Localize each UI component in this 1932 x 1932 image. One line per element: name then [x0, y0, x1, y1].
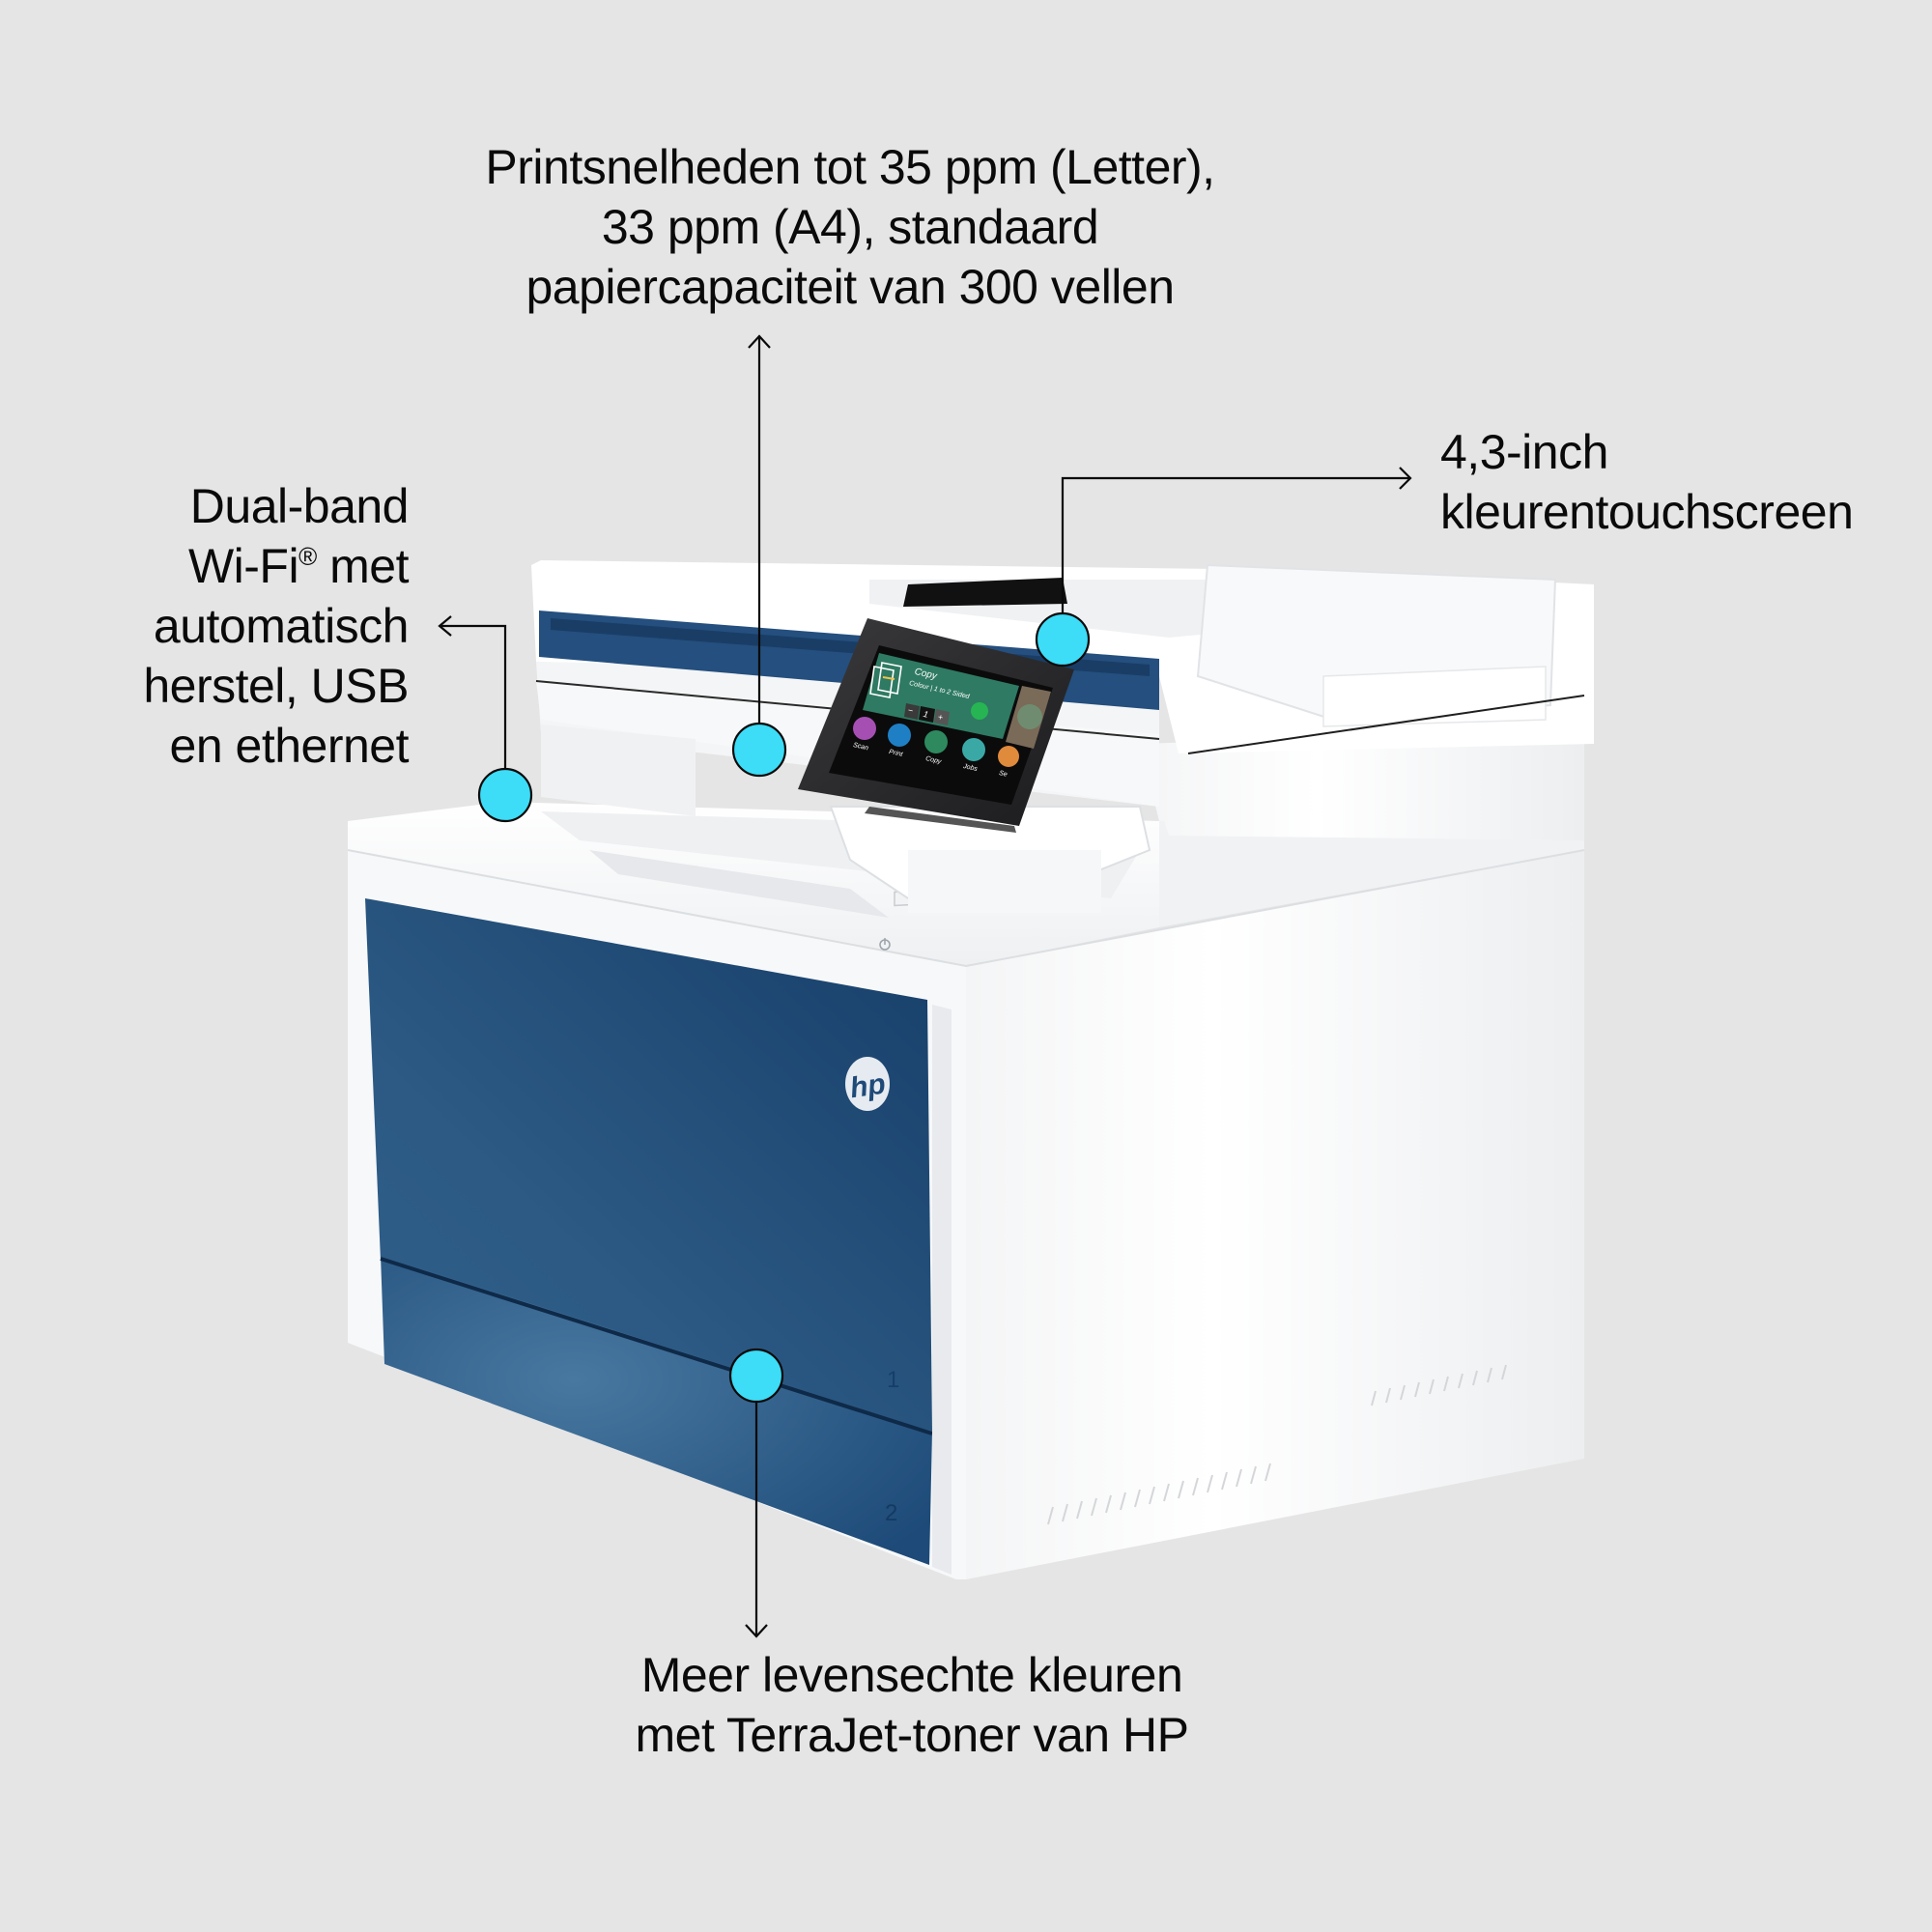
callout-touchscreen: 4,3-inch kleurentouchscreen — [1440, 422, 1854, 542]
scan-app-icon[interactable] — [853, 717, 876, 740]
callout-print-speed: Printsnelheden tot 35 ppm (Letter), 33 p… — [367, 137, 1333, 317]
callout-line: Dual-band — [189, 479, 410, 533]
copies-stepper[interactable] — [904, 703, 950, 725]
print-app-icon[interactable] — [888, 724, 911, 747]
callout-line: kleurentouchscreen — [1440, 485, 1854, 539]
callout-line: 4,3-inch — [1440, 425, 1608, 479]
callout-lines — [438, 334, 1412, 1638]
touchscreen-panel[interactable] — [798, 618, 1074, 833]
paper-tray[interactable] — [381, 1256, 932, 1565]
callout-connectivity: Dual-band Wi-Fi® met automatisch herstel… — [39, 476, 409, 776]
wifi-text: Wi-Fi — [187, 539, 299, 593]
callout-dots — [477, 611, 1091, 1404]
settings-app-icon[interactable] — [998, 746, 1019, 767]
tray-number-1: 1 — [887, 1367, 900, 1393]
callout-dot-toner — [728, 1348, 784, 1404]
callout-line: Wi-Fi® met — [39, 536, 410, 596]
tray-number-2: 2 — [885, 1500, 898, 1526]
callout-line: Meer levensechte kleuren — [640, 1648, 1183, 1702]
side-vents — [1047, 1364, 1507, 1525]
registered-mark: ® — [298, 542, 317, 571]
callout-line: en ethernet — [169, 719, 410, 773]
copy-app-icon[interactable] — [924, 730, 948, 753]
callout-line: automatisch — [153, 599, 410, 653]
callout-line: met TerraJet-toner van HP — [635, 1708, 1189, 1762]
power-button[interactable] — [879, 938, 891, 951]
callout-dot-connectivity — [477, 767, 533, 823]
svg-text:hp: hp — [848, 1068, 888, 1105]
hp-logo: hp — [845, 1057, 890, 1111]
printer-body — [347, 802, 1585, 1579]
callout-line: herstel, USB — [143, 659, 409, 713]
met-text: met — [316, 539, 409, 593]
copy-doc-icon — [869, 662, 902, 698]
jobs-app-icon[interactable] — [962, 738, 985, 761]
callout-line: papiercapaciteit van 300 vellen — [526, 260, 1175, 314]
callout-line: 33 ppm (A4), standaard — [601, 200, 1099, 254]
start-copy-button[interactable] — [971, 702, 988, 720]
callout-toner: Meer levensechte kleuren met TerraJet-to… — [522, 1645, 1302, 1765]
callout-dot-touchscreen — [1035, 611, 1091, 668]
callout-dot-print-speed — [731, 722, 787, 778]
callout-line: Printsnelheden tot 35 ppm (Letter), — [485, 140, 1215, 194]
